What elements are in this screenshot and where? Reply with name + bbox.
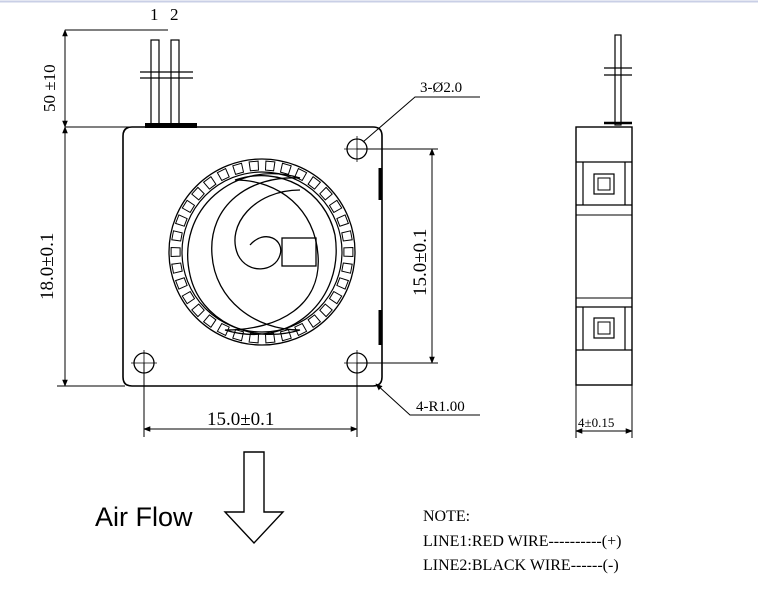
fan-frame bbox=[122, 126, 383, 387]
impeller-tooth bbox=[248, 332, 260, 344]
thickness-dim: 4±0.15 bbox=[578, 415, 614, 430]
wire-exit-block bbox=[145, 123, 197, 128]
impeller-teeth bbox=[170, 160, 354, 344]
impeller-tooth bbox=[216, 167, 230, 182]
impeller-tooth bbox=[264, 160, 276, 172]
impeller-tooth bbox=[294, 322, 308, 337]
airflow: Air Flow bbox=[95, 451, 285, 545]
hole-spacing-horizontal-dim: 15.0±0.1 bbox=[207, 409, 274, 430]
wire-length-dim: 50 ±10 bbox=[40, 64, 59, 112]
height-dim: 18.0±0.1 bbox=[37, 233, 58, 300]
impeller-tooth bbox=[319, 186, 333, 201]
impeller-tooth bbox=[232, 162, 245, 176]
side-view: 4±0.15 bbox=[575, 34, 633, 438]
impeller-tooth bbox=[181, 199, 196, 214]
impeller-tooth bbox=[170, 246, 181, 258]
corner-radius-dim: 4-R1.00 bbox=[416, 399, 465, 415]
impeller-tooth bbox=[307, 314, 322, 329]
impeller-tooth bbox=[294, 167, 308, 182]
impeller-tooth bbox=[174, 214, 188, 227]
side-clip-top bbox=[576, 161, 632, 206]
wire-1-label: 1 bbox=[150, 5, 159, 24]
note-heading: NOTE: bbox=[423, 508, 470, 525]
note-block: NOTE: LINE1:RED WIRE----------(+) LINE2:… bbox=[423, 508, 621, 574]
impeller-tooth bbox=[336, 277, 350, 290]
impeller-tooth bbox=[328, 199, 343, 214]
impeller-tooth bbox=[232, 328, 245, 342]
impeller-tooth bbox=[202, 175, 217, 190]
impeller-tooth bbox=[307, 175, 322, 190]
hub-label bbox=[281, 237, 317, 267]
impeller-tooth bbox=[319, 303, 333, 318]
impeller-tooth bbox=[279, 328, 292, 342]
impeller-tooth bbox=[171, 230, 183, 242]
corner-radius-leader bbox=[375, 383, 480, 416]
impeller-tooth bbox=[216, 322, 230, 337]
hole-spacing-vertical-dim: 15.0±0.1 bbox=[410, 229, 431, 296]
wire-2-label: 2 bbox=[170, 5, 179, 24]
side-body bbox=[575, 126, 633, 386]
impeller-tooth bbox=[343, 246, 354, 258]
hole-spec-leader bbox=[362, 96, 480, 143]
dimensions-front: 50 ±10 18.0±0.1 3-Ø2.0 15.0±0.1 4-R1.00 … bbox=[37, 29, 480, 437]
impeller-tooth bbox=[174, 277, 188, 290]
impeller-tooth bbox=[181, 290, 196, 305]
impeller-tooth bbox=[171, 262, 183, 274]
hub-swirl bbox=[234, 189, 301, 270]
wires bbox=[140, 39, 193, 125]
side-clip-bottom bbox=[576, 306, 632, 351]
airflow-arrow-icon bbox=[223, 451, 285, 545]
impeller-tooth bbox=[341, 262, 353, 274]
impeller-tooth bbox=[336, 214, 350, 227]
impeller-tooth bbox=[279, 162, 292, 176]
note-line2: LINE2:BLACK WIRE------(-) bbox=[423, 557, 619, 574]
front-view: 1 2 bbox=[122, 5, 383, 387]
impeller-tooth bbox=[191, 303, 205, 318]
impeller-tooth bbox=[341, 230, 353, 242]
blade-left bbox=[187, 173, 301, 335]
impeller bbox=[168, 158, 356, 346]
impeller-tooth bbox=[328, 290, 343, 305]
impeller-tooth bbox=[248, 160, 260, 172]
side-wire bbox=[614, 34, 622, 126]
impeller-tooth bbox=[202, 314, 217, 329]
airflow-label: Air Flow bbox=[95, 502, 193, 532]
hole-spec-dim: 3-Ø2.0 bbox=[420, 80, 462, 96]
note-line1: LINE1:RED WIRE----------(+) bbox=[423, 533, 621, 550]
blade-right bbox=[224, 175, 337, 336]
impeller-tooth bbox=[191, 186, 205, 201]
